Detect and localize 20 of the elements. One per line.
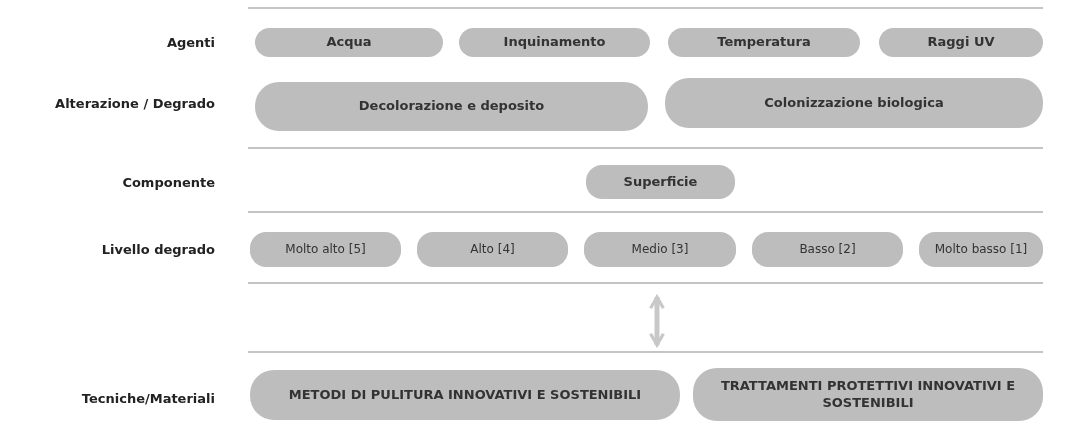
double-arrow [649, 295, 665, 347]
category-pill: Raggi UV [879, 28, 1043, 57]
category-pill: Temperatura [668, 28, 860, 57]
category-pill: Decolorazione e deposito [255, 82, 648, 131]
category-pill: Superficie [586, 165, 735, 199]
category-pill: Colonizzazione biologica [665, 78, 1043, 128]
category-pill: Medio [3] [584, 232, 736, 267]
row-label: Agenti [166, 34, 215, 50]
category-pill: Molto alto [5] [250, 232, 401, 267]
category-pill: METODI DI PULITURA INNOVATIVI E SOSTENIBILI [250, 370, 680, 420]
row-label: Tecniche/Materiali [81, 390, 215, 406]
category-pill: Molto basso [1] [919, 232, 1043, 267]
category-pill: Alto [4] [417, 232, 568, 267]
row-label: Livello degrado [101, 241, 215, 257]
category-pill: TRATTAMENTI PROTETTIVI INNOVATIVI E SOSTENIBILI [693, 368, 1043, 421]
row-label: Alterazione / Degrado [55, 95, 215, 111]
category-pill: Basso [2] [752, 232, 903, 267]
category-pill: Inquinamento [459, 28, 650, 57]
category-pill: Acqua [255, 28, 443, 57]
row-label: Componente [122, 174, 215, 190]
